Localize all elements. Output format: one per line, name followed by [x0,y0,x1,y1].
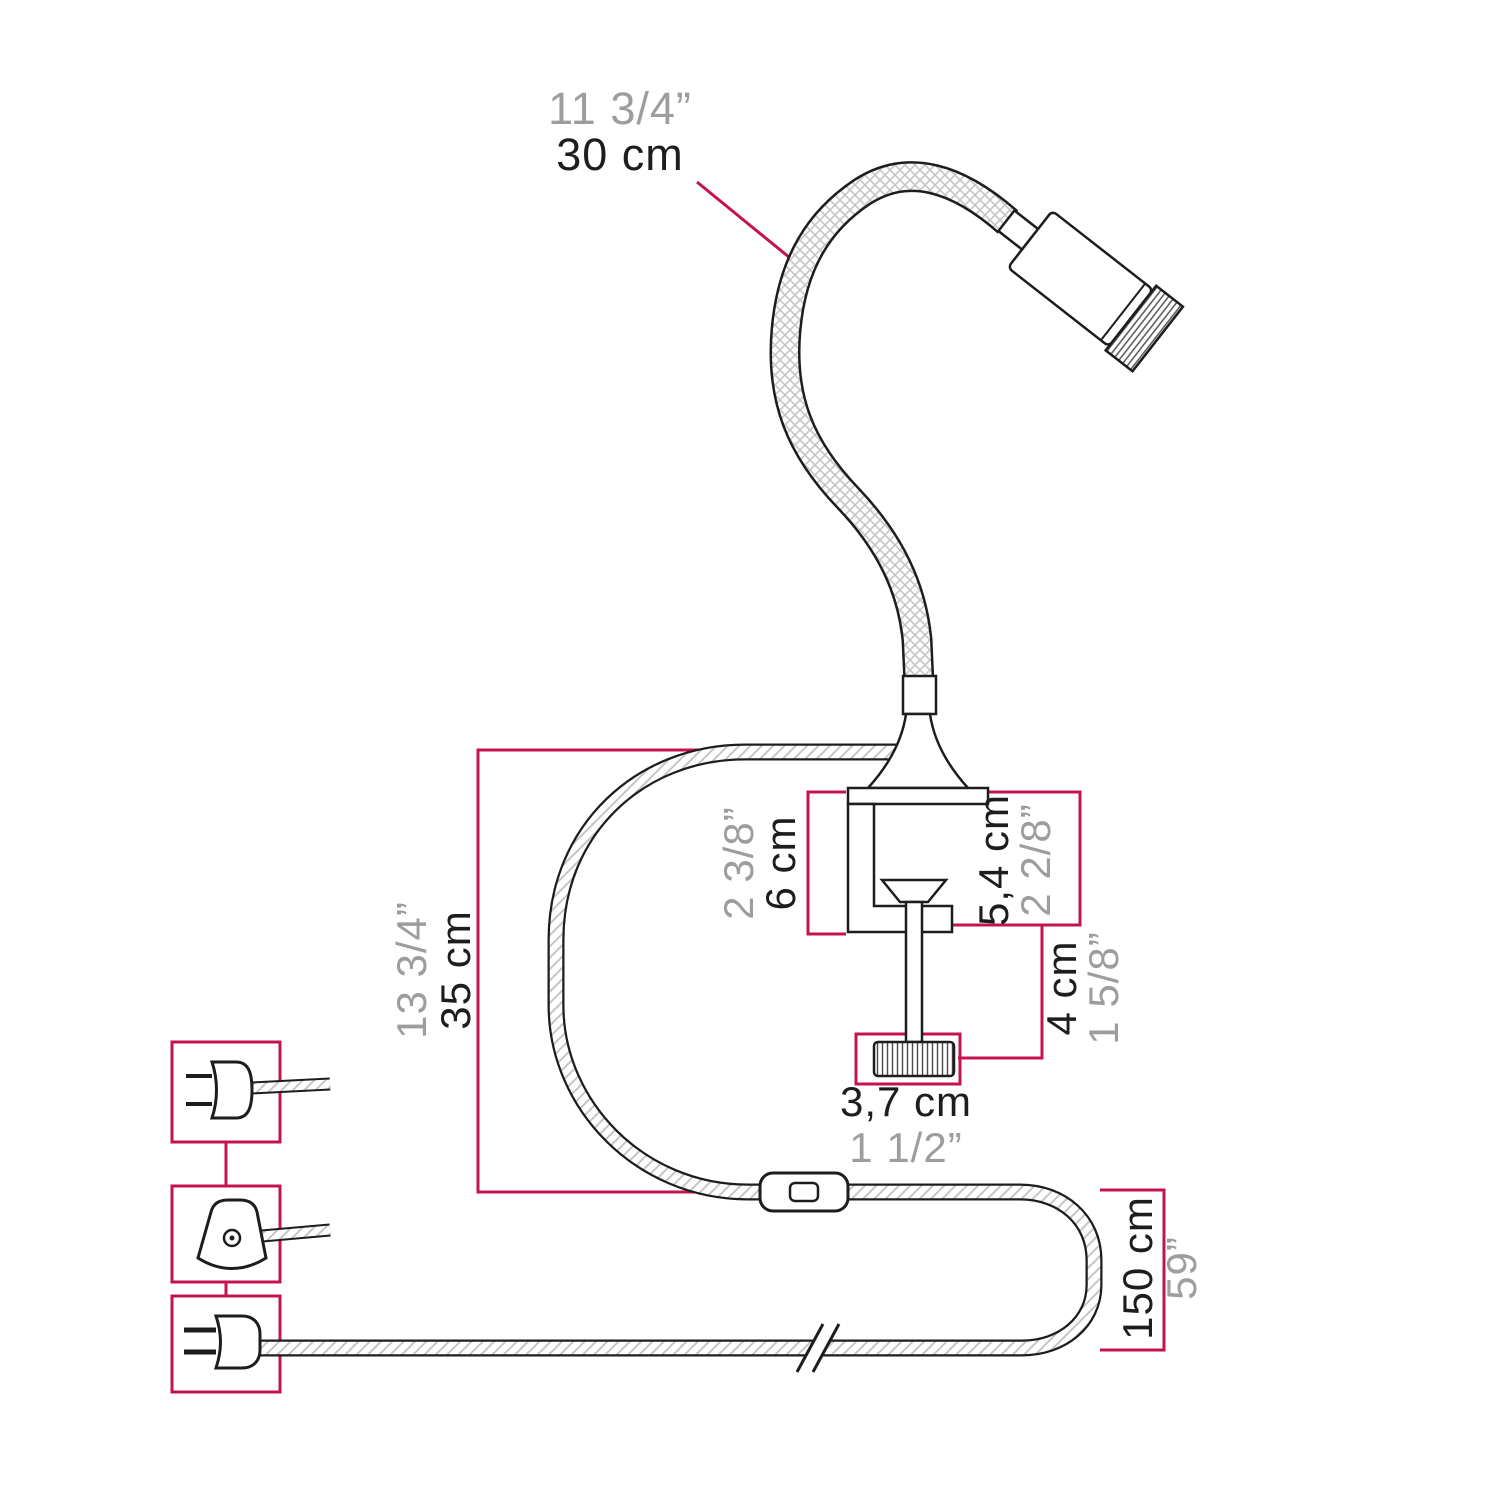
cord-length-dimension-bracket [1100,1188,1166,1352]
cable-break-slash-2 [811,1323,841,1373]
clamp-pressure-pad [879,878,949,904]
spotlight-head [996,208,1185,374]
label-flex-length-inch: 11 3/4” [548,83,692,134]
cable-break-slash-1 [795,1323,825,1373]
label-cable-drop-inch: 13 3/4” [388,901,435,1039]
clamp-top-plate [846,786,990,806]
us-plug-body [213,1314,262,1370]
label-cord-length-cm: 150 cm [1114,1196,1161,1340]
power-cable-outline [258,743,1103,1357]
flex-arm-braid [772,163,1017,685]
label-clamp-height-cm: 6 cm [757,815,804,910]
cable-break-symbol [795,1323,841,1373]
uk-plug-icon [196,1198,331,1270]
label-screw-length-cm: 4 cm [1038,940,1085,1035]
label-clamp-height-inch: 2 3/8” [715,806,762,919]
inline-switch [758,1171,850,1213]
power-cable-braid [258,745,1101,1355]
flex-length-leader-line [696,180,796,264]
uk-plug-cable-braid [261,1225,331,1241]
lamp-head-knurled-ring [1103,283,1185,374]
product-line-art-layer [184,161,1185,1373]
screw-length-dimension-bracket [958,925,1044,1060]
cable-break-gap [797,1324,839,1372]
table-clamp [846,786,990,1078]
cable-drop-dimension-bracket [476,748,756,1194]
clamp-knurled-knob [872,1040,956,1078]
label-clamp-depth-cm: 5,4 cm [970,794,1017,926]
gooseneck-flex-arm [769,161,1019,685]
inch-labels: 11 3/4” 2 3/8” 2 2/8” 1 5/8” 1 1/2” 13 3… [388,83,1205,1300]
label-knob-width-cm: 3,7 cm [840,1078,972,1125]
label-flex-length-cm: 30 cm [556,129,684,180]
euro-plug-cable-braid [251,1079,331,1093]
clamp-screw-shaft [904,900,924,1044]
lamp-head-seam [1100,282,1147,341]
label-cable-drop-cm: 35 cm [432,910,479,1029]
flex-cable-connector [901,674,938,716]
power-cable [258,743,1103,1357]
label-screw-length-inch: 1 5/8” [1080,931,1127,1044]
clamp-depth-dimension-bracket [952,790,1082,927]
label-clamp-depth-inch: 2 2/8” [1012,803,1059,916]
switch-button [788,1181,820,1203]
us-plug-icon [184,1314,262,1370]
clamp-height-dimension-bracket [806,790,846,936]
label-cord-length-inch: 59” [1158,1236,1205,1300]
uk-plug-dot [229,1235,235,1241]
euro-plug-icon [186,1060,331,1120]
dimension-lines-layer [170,180,1166,1394]
euro-plug-body [209,1060,254,1120]
clamp-c-bracket [846,802,954,934]
label-knob-width-inch: 1 1/2” [849,1124,962,1171]
cm-labels: 30 cm 6 cm 5,4 cm 4 cm 3,7 cm 35 cm 150 … [432,129,1161,1340]
